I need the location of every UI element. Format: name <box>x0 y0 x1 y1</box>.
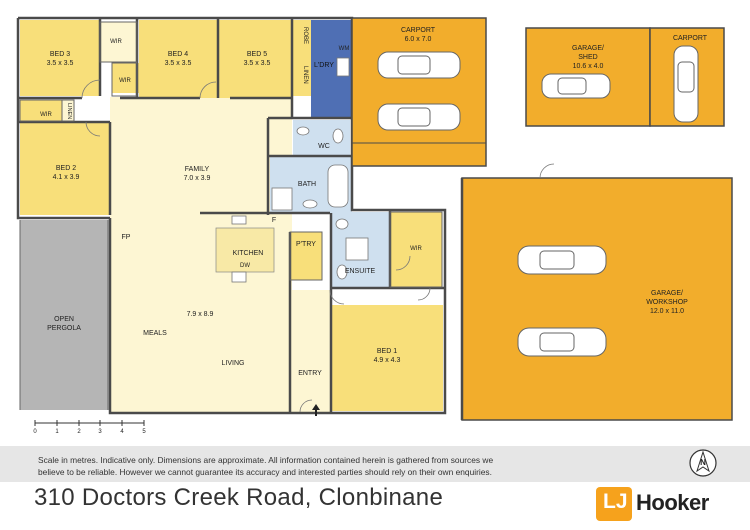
wir-bed1-fill <box>390 212 442 287</box>
bath-label: BATH <box>297 181 317 188</box>
basin-bath <box>302 199 318 209</box>
entry-arrow <box>312 404 320 416</box>
cars <box>377 45 699 357</box>
carport-small-label: CARPORT <box>672 35 708 42</box>
carport-main <box>351 17 487 167</box>
lj-logo-text: LJ <box>603 490 628 513</box>
dw-label: DW <box>240 263 250 269</box>
basin-ensuite <box>336 264 348 280</box>
car-icon <box>517 245 607 275</box>
laundry-tub <box>336 57 350 77</box>
robe-fill <box>293 20 311 58</box>
wir-bed2-label: WIR <box>40 112 52 118</box>
bed4-fill <box>139 20 217 98</box>
car-icon <box>377 51 461 79</box>
wir-bed3-fill <box>100 22 138 62</box>
house-thin-walls <box>19 21 443 288</box>
robe-label: ROBE <box>302 27 308 45</box>
scale-tick-1: 1 <box>55 429 59 435</box>
linen-left-fill <box>62 100 74 122</box>
floor-plan-drawing <box>16 16 733 421</box>
bed5-fill <box>218 20 293 98</box>
door-swings <box>81 79 431 413</box>
bathtub <box>327 164 349 208</box>
wir-bed3-label: WIR <box>110 39 122 45</box>
wir-bed2-fill <box>20 100 62 122</box>
compass-icon: N <box>688 448 718 478</box>
fp-label: FP <box>121 234 131 241</box>
toilet-ensuite <box>335 218 349 230</box>
bed3-fill <box>20 20 100 96</box>
property-address: 310 Doctors Creek Road, Clonbinane <box>34 484 444 511</box>
linen-fill <box>293 58 311 96</box>
living-label: LIVING <box>221 360 245 367</box>
car-icon <box>377 103 461 131</box>
scale-tick-5: 5 <box>142 429 146 435</box>
lj-hooker-logo: LJ Hooker <box>596 487 716 521</box>
lj-logo-mark: LJ <box>596 487 632 521</box>
hooker-logo-text: Hooker <box>636 490 709 515</box>
disclaimer-line-2: believe to be reliable. However we canno… <box>38 467 492 477</box>
shower-bath <box>271 187 293 211</box>
basin-wc <box>296 126 310 136</box>
scale-tick-2: 2 <box>77 429 81 435</box>
garage-workshop <box>460 163 733 421</box>
fridge-label: F <box>271 217 277 224</box>
pantry-label: P'TRY <box>296 241 316 248</box>
scale-bar: 0 1 2 3 4 5 <box>32 420 152 442</box>
car-icon <box>541 73 611 99</box>
scale-tick-4: 4 <box>120 429 124 435</box>
laundry-label: L'DRY <box>314 62 334 69</box>
kitchen-label: KITCHEN <box>232 250 264 257</box>
bed2-fill <box>20 122 110 215</box>
pergola-fill <box>20 220 108 410</box>
car-icon <box>673 45 699 123</box>
scale-tick-0: 0 <box>33 429 37 435</box>
kitchen-cooktop <box>231 271 247 283</box>
compass-north-label: N <box>700 458 706 467</box>
pergola-posts <box>19 220 109 410</box>
entry-label: ENTRY <box>298 370 322 377</box>
wir-bed4-fill <box>112 63 139 93</box>
bed1-fill <box>331 305 443 411</box>
linen-left-label: LINEN <box>66 102 72 120</box>
car-icon <box>517 327 607 357</box>
linen-label: LINEN <box>302 66 308 84</box>
entry-fill <box>290 290 330 412</box>
toilet-wc <box>332 128 344 144</box>
house <box>20 20 443 412</box>
meals-label: MEALS <box>143 330 167 337</box>
wir-bed1-label: WIR <box>410 246 422 252</box>
living-dims-label: 7.9 x 8.9 <box>186 311 214 318</box>
scale-tick-3: 3 <box>98 429 102 435</box>
shower-ensuite <box>345 237 369 261</box>
disclaimer-text: Scale in metres. Indicative only. Dimens… <box>0 446 750 478</box>
disclaimer-line-1: Scale in metres. Indicative only. Dimens… <box>38 455 494 465</box>
wir-bed4-label: WIR <box>119 78 131 84</box>
kitchen-sink <box>231 215 247 225</box>
pantry-fill <box>290 232 322 280</box>
ensuite-label: ENSUITE <box>344 268 376 275</box>
wc-label: WC <box>318 143 330 150</box>
disclaimer-band: Scale in metres. Indicative only. Dimens… <box>0 446 750 482</box>
kitchen-island <box>215 227 275 273</box>
wm-label: WM <box>338 46 350 52</box>
bath-fixtures <box>231 57 369 283</box>
